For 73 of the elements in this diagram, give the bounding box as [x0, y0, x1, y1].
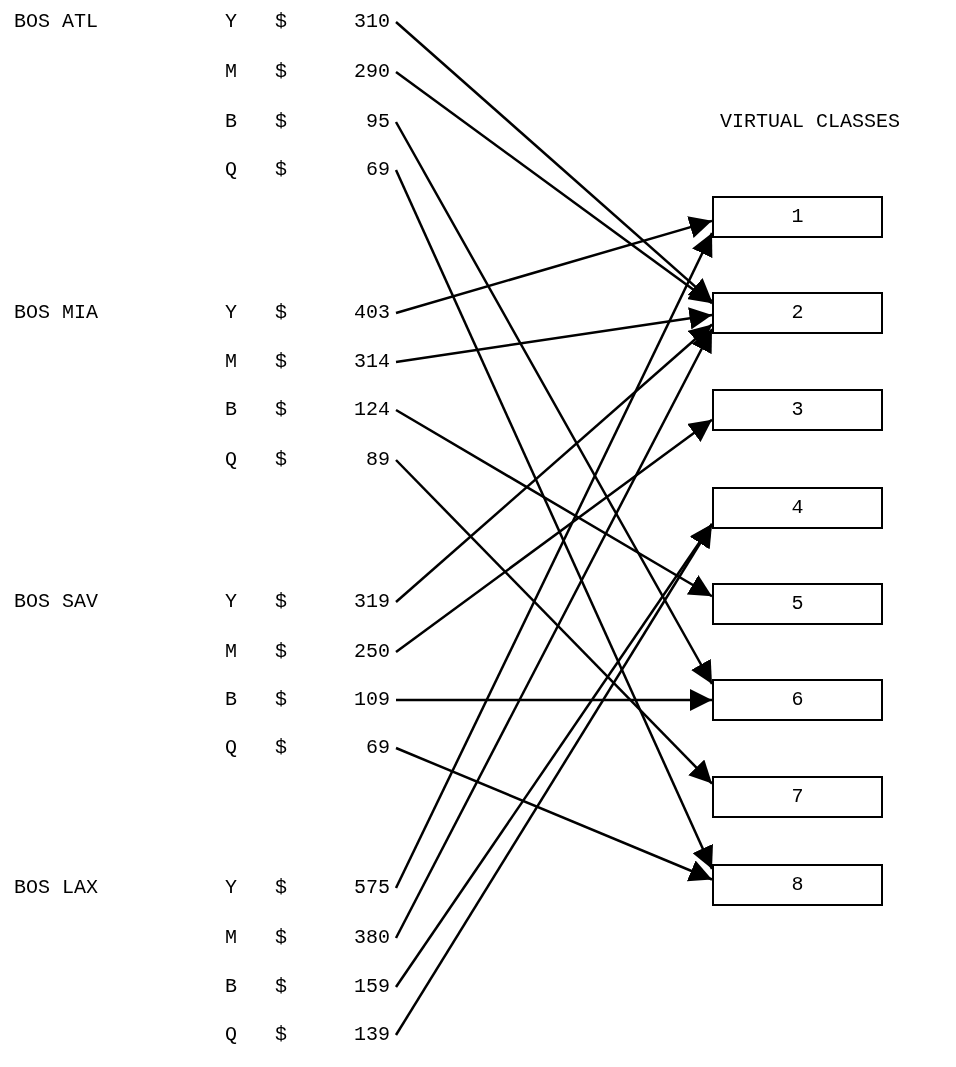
currency-sign: $: [275, 640, 287, 664]
fare-class: Q: [225, 1023, 238, 1047]
fare-class: Y: [225, 876, 238, 900]
fare-amount: 290: [354, 60, 390, 84]
fare-amount: 124: [354, 398, 390, 422]
fare-class: Q: [225, 736, 238, 760]
arrow: [395, 21, 713, 303]
route-label: BOS MIA: [14, 301, 98, 325]
currency-sign: $: [275, 398, 287, 422]
arrow: [395, 408, 713, 598]
fare-amount: 314: [354, 350, 390, 374]
fare-class: M: [225, 350, 238, 374]
arrow: [394, 328, 714, 939]
fare-class: Q: [225, 158, 238, 182]
arrow: [396, 688, 712, 712]
fare-amount: 380: [354, 926, 390, 950]
fare-amount: 159: [354, 975, 390, 999]
currency-sign: $: [275, 158, 287, 182]
currency-sign: $: [275, 975, 287, 999]
arrow: [395, 323, 713, 603]
currency-sign: $: [275, 10, 287, 34]
arrow: [395, 459, 713, 785]
currency-sign: $: [275, 876, 287, 900]
class-box: 4: [712, 487, 883, 529]
currency-sign: $: [275, 688, 287, 712]
arrow: [394, 121, 714, 685]
route-label: BOS ATL: [14, 10, 98, 34]
column-heading: VIRTUAL CLASSES: [720, 110, 901, 134]
route-label: BOS LAX: [14, 876, 98, 900]
fare-class: M: [225, 640, 238, 664]
fare-class: B: [225, 688, 238, 712]
currency-sign: $: [275, 1023, 287, 1047]
route-label: BOS SAV: [14, 590, 98, 614]
class-box: 2: [712, 292, 883, 334]
fare-amount: 69: [366, 736, 390, 760]
fare-amount: 575: [354, 876, 390, 900]
fare-amount: 69: [366, 158, 390, 182]
fare-amount: 139: [354, 1023, 390, 1047]
arrow: [395, 746, 713, 882]
currency-sign: $: [275, 301, 287, 325]
fare-class: B: [225, 975, 238, 999]
class-box: 1: [712, 196, 883, 238]
fare-amount: 250: [354, 640, 390, 664]
class-box: 8: [712, 864, 883, 906]
fare-amount: 89: [366, 448, 390, 472]
currency-sign: $: [275, 590, 287, 614]
arrow: [395, 418, 713, 653]
arrow: [395, 307, 713, 364]
fare-class: Y: [225, 301, 238, 325]
currency-sign: $: [275, 60, 287, 84]
fare-amount: 95: [366, 110, 390, 134]
class-box: 7: [712, 776, 883, 818]
fare-class: B: [225, 110, 238, 134]
fare-class: Y: [225, 10, 238, 34]
currency-sign: $: [275, 448, 287, 472]
class-box: 3: [712, 389, 883, 431]
fare-class: M: [225, 60, 238, 84]
fare-class: Y: [225, 590, 238, 614]
fare-amount: 403: [354, 301, 390, 325]
class-box: 5: [712, 583, 883, 625]
fare-amount: 109: [354, 688, 390, 712]
fare-class: Q: [225, 448, 238, 472]
currency-sign: $: [275, 350, 287, 374]
fare-class: B: [225, 398, 238, 422]
fare-class: M: [225, 926, 238, 950]
currency-sign: $: [275, 926, 287, 950]
arrow: [395, 216, 713, 315]
arrow: [395, 71, 713, 305]
fare-amount: 319: [354, 590, 390, 614]
fare-amount: 310: [354, 10, 390, 34]
currency-sign: $: [275, 110, 287, 134]
currency-sign: $: [275, 736, 287, 760]
class-box: 6: [712, 679, 883, 721]
